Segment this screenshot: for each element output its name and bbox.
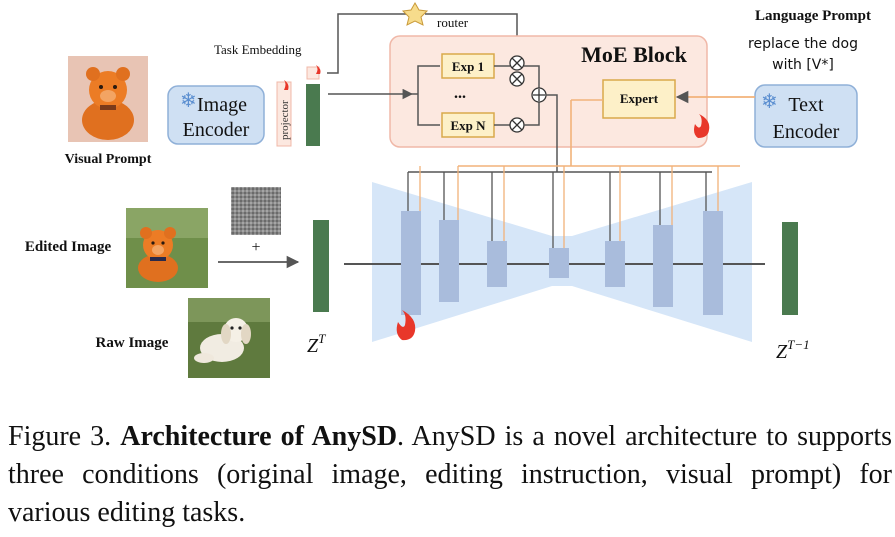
visual-prompt-label: Visual Prompt <box>65 152 152 167</box>
visual-prompt-image <box>68 56 148 142</box>
edited-image <box>126 208 208 288</box>
router-icon <box>401 1 429 26</box>
figure-caption: Figure 3. Architecture of AnySD. AnySD i… <box>8 418 892 532</box>
text-encoder-label-1: Text <box>788 94 824 116</box>
expert-1-label: Exp 1 <box>452 59 484 74</box>
zt1-label: ZT−1 <box>776 337 810 363</box>
image-encoder-label-2: Encoder <box>183 119 250 141</box>
expert-n-label: Exp N <box>450 118 486 133</box>
zt-latent-bar <box>313 220 329 312</box>
fire-icon <box>694 114 710 138</box>
text-expert-box <box>602 79 676 119</box>
condition-drop-lines <box>407 166 719 248</box>
expert-ellipsis: ... <box>454 85 466 102</box>
architecture-diagram: Visual Prompt ❄ Image Encoder projector … <box>25 1 871 378</box>
router-label: router <box>437 15 469 30</box>
zt-label: ZT <box>307 331 326 357</box>
zt1-latent-bar <box>782 222 798 315</box>
caption-rest: . AnySD is a novel architecture to suppo… <box>8 421 892 528</box>
unet-blocks <box>401 211 723 315</box>
sum-icon <box>531 87 547 103</box>
caption-prefix: Figure 3. <box>8 421 121 452</box>
noise-image <box>231 187 281 235</box>
expert-n-box <box>441 112 495 138</box>
diagram-canvas: Visual Prompt ❄ Image Encoder projector … <box>25 1 871 378</box>
fire-icon <box>284 80 289 90</box>
text-encoder-label-2: Encoder <box>773 121 840 143</box>
image-encoder-label-1: Image <box>197 94 247 116</box>
raw-image <box>188 298 270 378</box>
moe-merge-lines <box>524 65 540 126</box>
multiply-icon <box>509 55 525 71</box>
fire-icon <box>316 65 321 74</box>
task-to-router-line <box>327 13 407 74</box>
moe-fanout-lines <box>412 65 440 126</box>
text-encoder-box <box>754 84 858 148</box>
language-prompt-text-2: with [V*] <box>772 57 834 73</box>
raw-image-label: Raw Image <box>96 335 169 351</box>
fire-icon <box>396 310 416 341</box>
multiply-icon <box>509 117 525 133</box>
caption-bold: Architecture of AnySD <box>120 421 398 452</box>
plus-sign: + <box>251 239 260 256</box>
snowflake-icon: ❄ <box>180 90 197 112</box>
snowflake-icon: ❄ <box>761 91 778 113</box>
unet-encoder-shape <box>372 182 552 342</box>
projector-box <box>276 81 292 147</box>
language-prompt-text-1: replace the dog <box>748 36 858 52</box>
edited-image-label: Edited Image <box>25 239 112 255</box>
text-expert-label: Expert <box>620 91 659 106</box>
language-prompt-label: Language Prompt <box>755 8 871 24</box>
multiply-icon <box>509 71 525 87</box>
moe-block-title: MoE Block <box>581 42 687 67</box>
image-encoder-box <box>167 85 265 145</box>
projector-label: projector <box>279 100 291 140</box>
sum-to-rail <box>546 94 558 103</box>
visual-embedding-bar <box>306 84 320 146</box>
task-embedding-label: Task Embedding <box>214 42 302 57</box>
